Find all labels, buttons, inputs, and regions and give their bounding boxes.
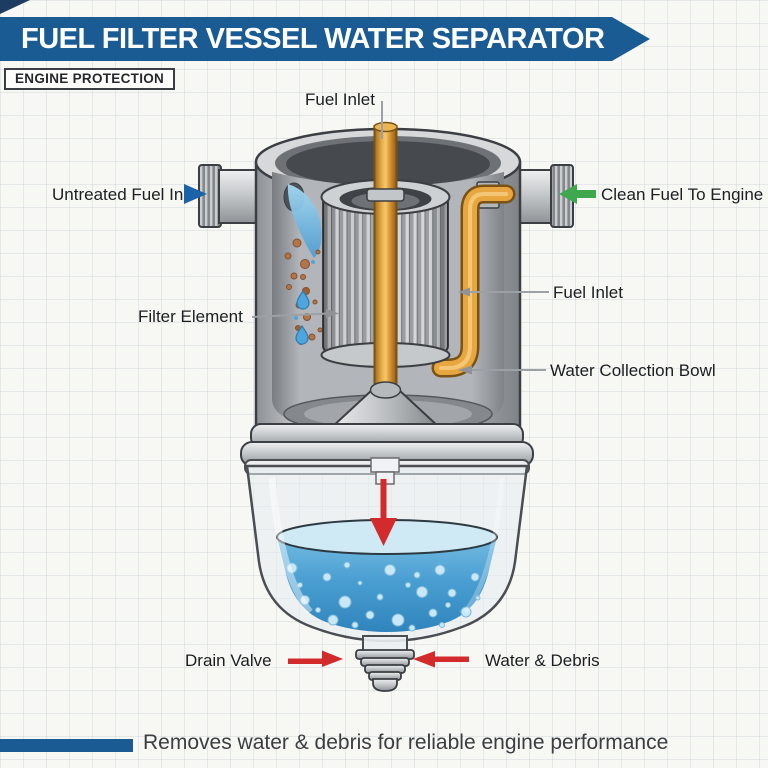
label-water-collection-bowl: Water Collection Bowl [550, 361, 716, 380]
water-debris-arrow-icon [413, 651, 469, 668]
water-droplets [294, 260, 315, 345]
page-title: FUEL FILTER VESSEL WATER SEPARATOR [21, 22, 605, 55]
drain-valve [355, 635, 415, 692]
clean-fuel-arrow-icon [559, 184, 596, 204]
water-drop-arrow-icon [370, 479, 397, 546]
footer-accent-bar [0, 739, 133, 752]
untreated-fuel-arrow-icon [184, 184, 207, 204]
water-bubbles [286, 561, 481, 632]
outlet-pipe [431, 181, 516, 378]
water-collection-bowl [244, 457, 530, 643]
leader-lines [251, 101, 549, 375]
fuel-spray [283, 182, 322, 258]
bowl-fitting [370, 457, 400, 473]
label-drain-valve: Drain Valve [185, 651, 272, 670]
label-fuel-inlet-top: Fuel Inlet [305, 90, 375, 109]
title-banner: FUEL FILTER VESSEL WATER SEPARATOR [0, 17, 650, 61]
leader-filter-element [251, 312, 329, 318]
corner-accent-wedge [0, 0, 30, 14]
separated-water [276, 519, 498, 632]
label-untreated-fuel-in: Untreated Fuel In [52, 185, 184, 204]
label-clean-fuel-to-engine: Clean Fuel To Engine [601, 185, 764, 204]
label-filter-element: Filter Element [138, 307, 243, 326]
drain-valve-arrow-icon [288, 650, 343, 667]
label-fuel-inlet-side: Fuel Inlet [553, 283, 623, 302]
footer-tagline: Removes water & debris for reliable engi… [143, 731, 669, 754]
label-water-and-debris: Water & Debris [485, 651, 600, 670]
engine-protection-badge: ENGINE PROTECTION [4, 68, 176, 90]
